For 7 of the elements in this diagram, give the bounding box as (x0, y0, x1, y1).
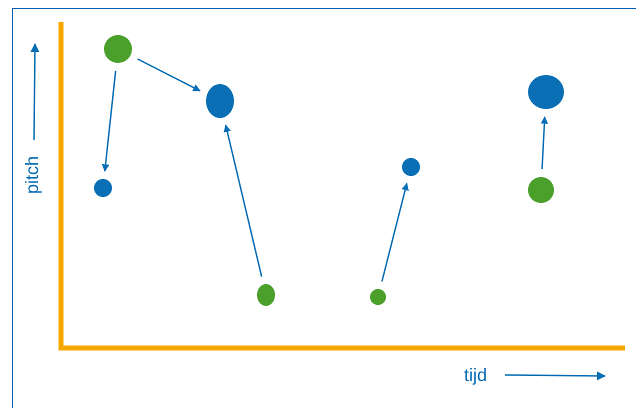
arrow (540, 116, 548, 170)
arrow (102, 70, 116, 172)
arrow (137, 58, 201, 92)
axis-label: pitch (20, 156, 43, 194)
arrow (381, 182, 409, 282)
axis-label: tijd (464, 364, 488, 387)
arrow (224, 124, 262, 277)
